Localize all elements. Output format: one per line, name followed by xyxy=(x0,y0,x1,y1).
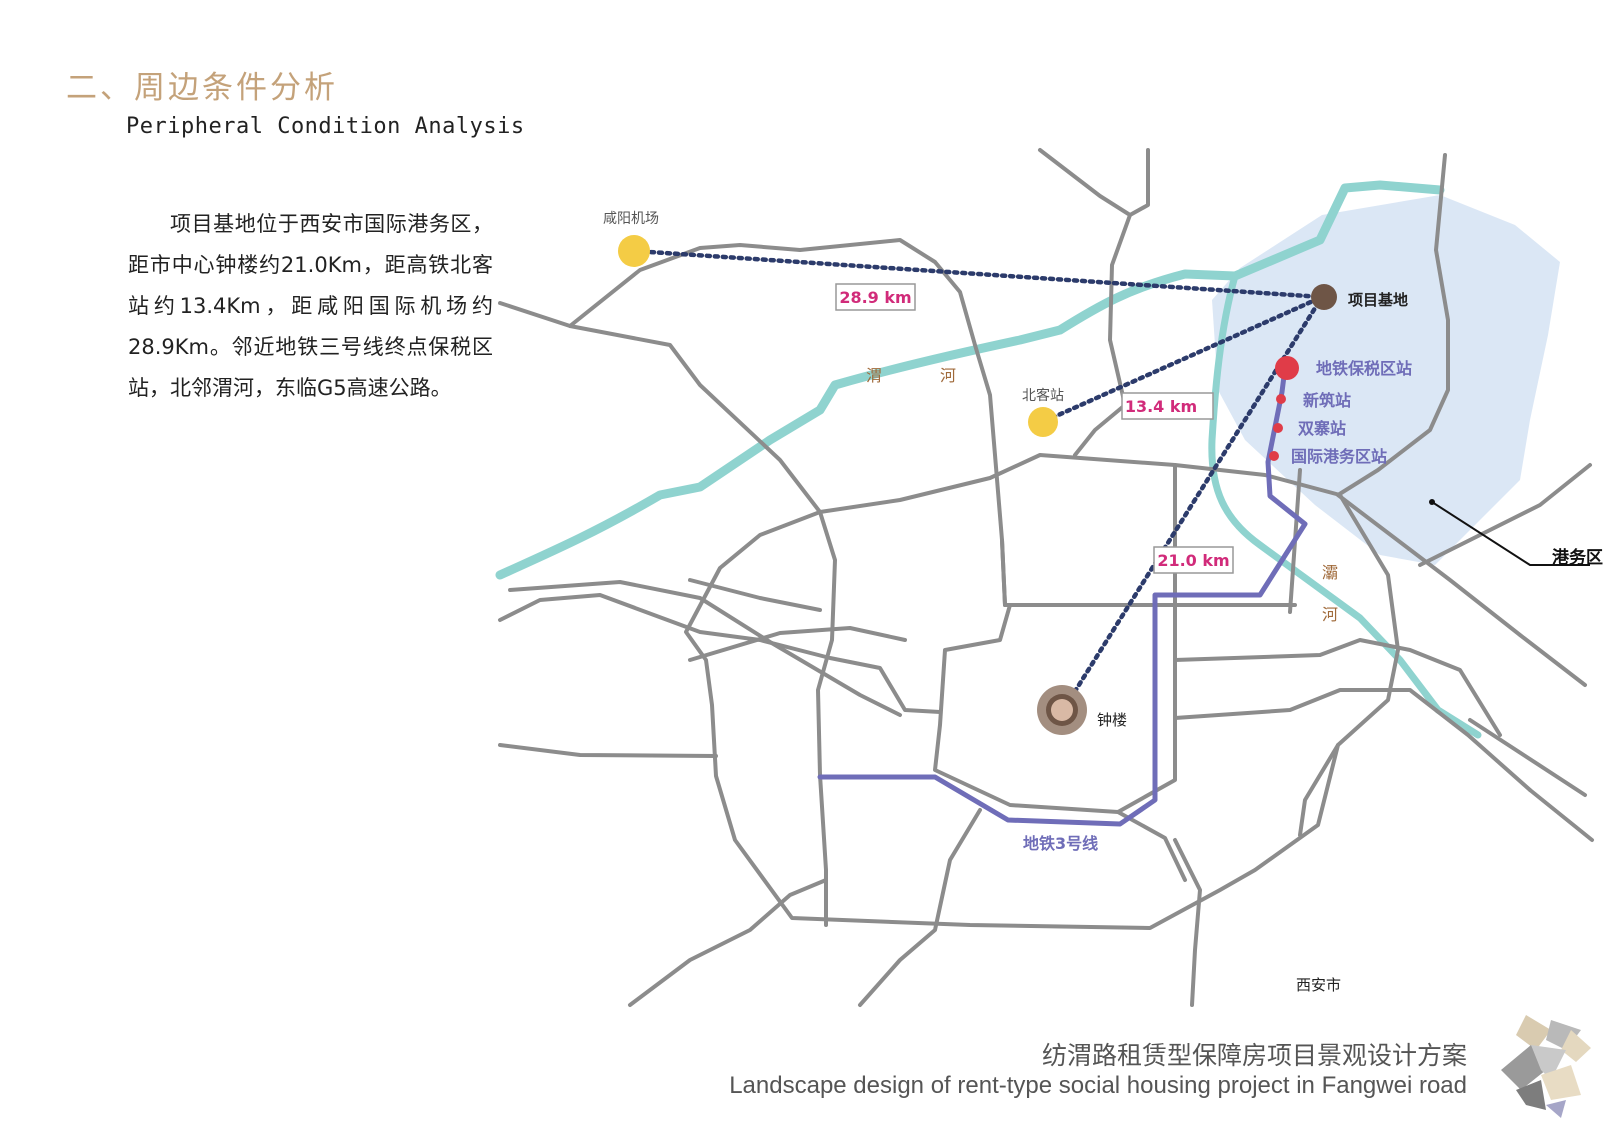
north-station-label: 北客站 xyxy=(1022,387,1064,404)
metro-station-marker xyxy=(1275,356,1299,380)
intro-paragraph: 项目基地位于西安市国际港务区，距市中心钟楼约21.0Km，距高铁北客站约13.4… xyxy=(128,212,493,400)
metro-station-label: 新筑站 xyxy=(1303,391,1351,410)
port-district-area xyxy=(1212,195,1560,565)
page-title-en: Peripheral Condition Analysis xyxy=(126,114,525,139)
bell-tower-label: 钟楼 xyxy=(1097,711,1127,729)
metro-station-label: 国际港务区站 xyxy=(1291,447,1387,466)
ba-river-label: 河 xyxy=(1322,605,1338,624)
north-station-marker xyxy=(1028,407,1058,437)
page-title-cn: 二、周边条件分析 xyxy=(66,70,338,106)
distance-text-bell-tower: 21.0 km xyxy=(1157,551,1229,570)
distance-label-north-station: 13.4 km xyxy=(1121,392,1214,420)
distance-label-bell-tower: 21.0 km xyxy=(1153,546,1234,574)
city-label: 西安市 xyxy=(1296,976,1341,994)
road-network xyxy=(498,148,1594,1007)
distance-label-airport: 28.9 km xyxy=(835,283,916,311)
port-district-leader xyxy=(1431,501,1590,566)
project-site-label: 项目基地 xyxy=(1348,291,1408,309)
metro-station-label: 双寨站 xyxy=(1298,419,1346,438)
port-district-label: 港务区 xyxy=(1552,547,1603,568)
metro-station-marker xyxy=(1273,423,1283,433)
metro-station-marker xyxy=(1269,451,1279,461)
ba-river xyxy=(1208,272,1482,739)
footer-title-cn: 纺渭路租赁型保障房项目景观设计方案 xyxy=(1041,1041,1467,1070)
distance-text-north-station: 13.4 km xyxy=(1125,397,1197,416)
brand-logo-icon xyxy=(1501,1015,1591,1118)
metro-station-label: 地铁保税区站 xyxy=(1316,359,1412,378)
wei-river-label: 渭 xyxy=(866,366,882,385)
airport-marker xyxy=(618,235,650,267)
metro-line-3 xyxy=(817,365,1308,827)
project-site-marker xyxy=(1311,284,1337,310)
bell-tower-marker xyxy=(1037,685,1087,735)
distance-text-airport: 28.9 km xyxy=(839,288,911,307)
metro-station-marker xyxy=(1276,394,1286,404)
airport-label: 咸阳机场 xyxy=(603,211,659,227)
metro-line-label: 地铁3号线 xyxy=(1023,834,1098,853)
ba-river-label: 灞 xyxy=(1322,563,1338,582)
footer-title-en: Landscape design of rent-type social hou… xyxy=(729,1072,1467,1099)
wei-river-label: 河 xyxy=(940,366,956,385)
